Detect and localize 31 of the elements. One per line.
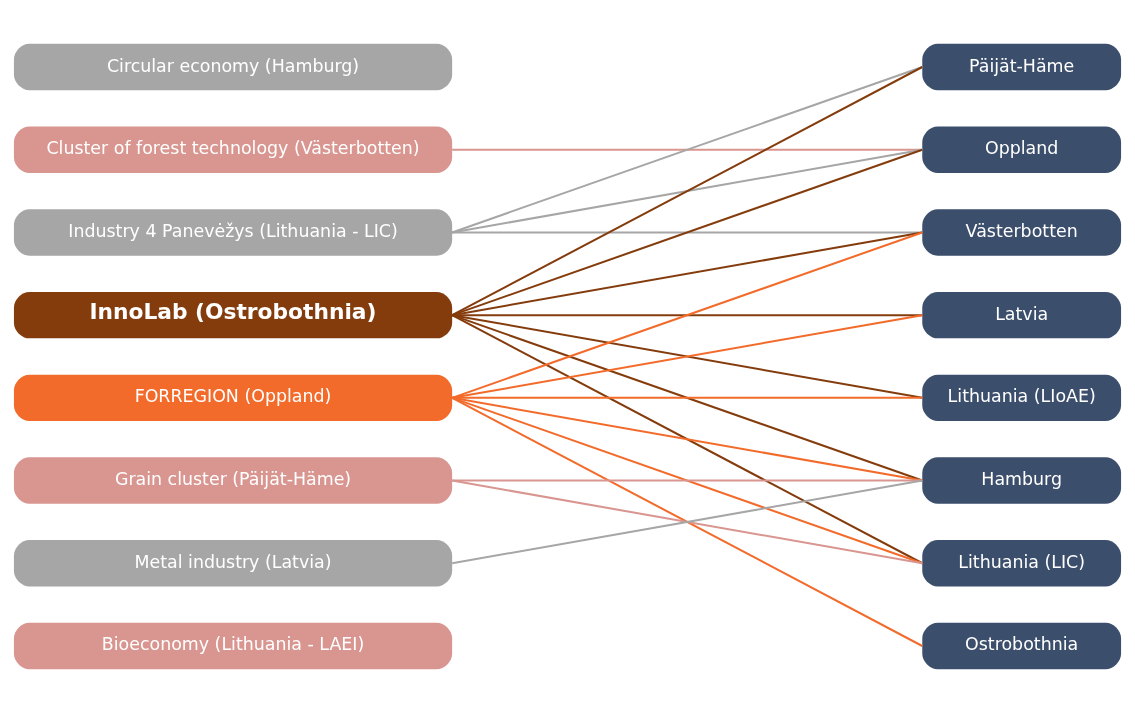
connector	[451, 231, 923, 317]
node-box: Ostrobothnia	[922, 622, 1122, 670]
connector	[451, 314, 923, 482]
node-box: Päijät-Häme	[922, 43, 1122, 91]
connector	[451, 396, 923, 565]
connector	[451, 396, 923, 482]
node-box: Latvia	[922, 291, 1122, 339]
connector	[451, 148, 923, 317]
node-box: FORREGION (Oppland)	[13, 374, 453, 422]
connector	[451, 314, 923, 565]
connector	[451, 231, 923, 399]
connector	[452, 314, 923, 317]
node-box: Bioeconomy (Lithuania - LAEI)	[13, 622, 453, 670]
connector	[451, 148, 923, 234]
node-box: Industry 4 Panevėžys (Lithuania - LIC)	[13, 209, 453, 256]
node-box: Circular economy (Hamburg)	[13, 43, 453, 91]
node-box: Hamburg	[922, 457, 1122, 504]
connector	[451, 66, 923, 234]
connector	[451, 66, 923, 317]
node-box: Grain cluster (Päijät-Häme)	[13, 457, 453, 504]
node-box: Oppland	[922, 126, 1122, 173]
connector	[451, 314, 923, 399]
node-box: Lithuania (LIC)	[922, 540, 1122, 587]
node-box: InnoLab (Ostrobothnia)	[13, 291, 453, 339]
connector	[451, 396, 923, 647]
node-box: Lithuania (LIoAE)	[922, 374, 1122, 422]
node-box: Metal industry (Latvia)	[13, 540, 453, 587]
connector	[452, 231, 923, 234]
node-box: Västerbotten	[922, 209, 1122, 256]
node-box: Cluster of forest technology (Västerbotten)	[13, 126, 453, 173]
connector	[451, 479, 923, 565]
